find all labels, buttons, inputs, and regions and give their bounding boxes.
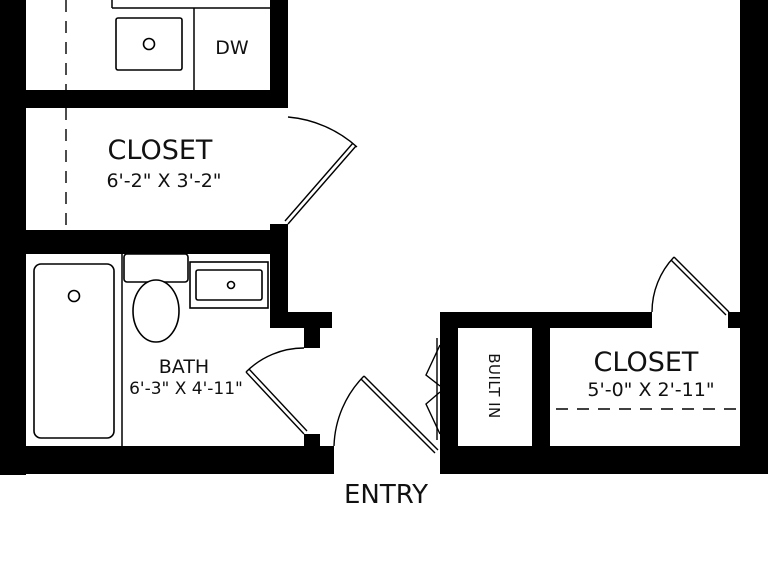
bath: BATH 6'-3" X 4'-11" (33, 253, 308, 446)
closet-right-door-leaf-b (670, 259, 727, 316)
toilet-tank (123, 253, 189, 283)
entry-door-leaf-b (360, 378, 436, 454)
builtin-left-wall (440, 312, 458, 446)
bath-right-wall (270, 254, 288, 314)
closet-upper-label: CLOSET (108, 135, 213, 166)
closet-right-dimensions: 5'-0" X 2'-11" (587, 379, 714, 401)
toilet-bowl (132, 279, 180, 343)
bath-door-jamb-upper (304, 312, 320, 348)
bathtub (33, 263, 115, 439)
closet-upper-door-swing (287, 116, 358, 148)
closet-upper-door-leaf-b (284, 142, 354, 222)
kitchen-area: DW (65, 0, 270, 90)
entry-door-leaf-a (363, 375, 439, 451)
builtin-door-swing-upper (425, 344, 441, 387)
bath-corner-wall (270, 312, 332, 328)
closet-bath-partition (22, 230, 288, 254)
closet-right-door-swing (651, 256, 675, 313)
entry-label: ENTRY (344, 480, 428, 510)
builtin-closet-divider (532, 312, 550, 446)
built-in: BUILT IN (425, 338, 503, 440)
sink-drain-icon (142, 37, 156, 51)
bath-dimensions: 6'-3" X 4'-11" (129, 379, 243, 399)
bottom-wall-right (440, 446, 768, 474)
closet-door-jamb (270, 224, 288, 254)
closet-right: CLOSET 5'-0" X 2'-11" (556, 256, 740, 410)
tub-drain-icon (67, 289, 81, 303)
closet-upper-door-leaf-a (287, 145, 357, 225)
bath-label: BATH (159, 356, 209, 378)
entry-door-swing (333, 375, 365, 447)
builtin-door-swing-lower (425, 391, 441, 435)
builtin-label: BUILT IN (485, 353, 503, 419)
right-exterior-wall (740, 0, 768, 474)
dishwasher-label: DW (215, 37, 249, 59)
walls (0, 0, 768, 475)
kitchen-closet-partition (22, 90, 288, 108)
closet-upper-dimensions: 6'-2" X 3'-2" (106, 170, 221, 192)
bath-door-leaf-a (245, 371, 305, 435)
entry-jamb-left (318, 446, 334, 474)
closet-right-label: CLOSET (594, 347, 699, 378)
bath-door-leaf-b (248, 368, 308, 432)
closet-right-door-leaf-a (673, 256, 730, 313)
left-exterior-wall (0, 0, 26, 475)
entry: ENTRY (333, 375, 439, 510)
bath-door-swing (245, 347, 305, 373)
vanity-drain-icon (226, 280, 236, 290)
kitchen-right-wall (270, 0, 288, 108)
closet-upper: CLOSET 6'-2" X 3'-2" (65, 108, 358, 230)
bottom-wall-left (0, 446, 334, 474)
